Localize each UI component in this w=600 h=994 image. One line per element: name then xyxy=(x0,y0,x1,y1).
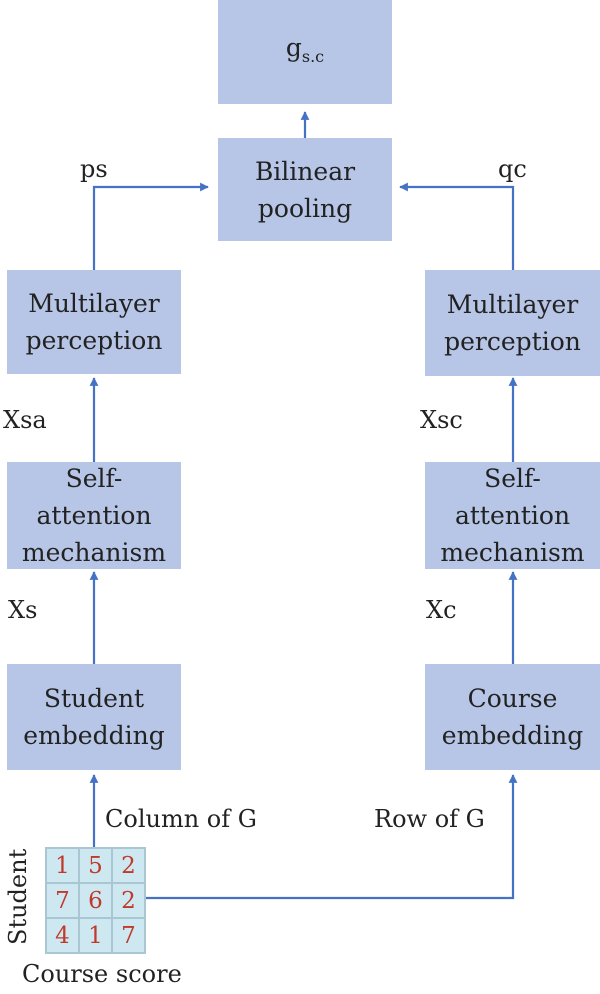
matrix-cell: 5 xyxy=(79,848,112,883)
att-right-line1: Self- xyxy=(484,464,541,493)
mlp-right-line2: perception xyxy=(444,327,581,356)
course-emb-line2: embedding xyxy=(441,721,584,750)
matrix-cell: 2 xyxy=(112,883,145,918)
g-sc-main: g xyxy=(285,33,302,62)
matrix-cell: 4 xyxy=(46,918,79,953)
att-left-line1: Self- xyxy=(65,464,123,493)
att-left-line3: mechanism xyxy=(21,538,167,567)
bilinear-line2: pooling xyxy=(257,193,353,223)
matrix-cell: 6 xyxy=(79,883,112,918)
label-ps: ps xyxy=(80,155,108,183)
att-left-line2: attention xyxy=(36,501,152,530)
g-sc-sub: s.c xyxy=(301,47,325,66)
mlp-left-line2: perception xyxy=(25,326,163,355)
label-row-of-g: Row of G xyxy=(374,805,485,833)
mlp-left-node: Multilayer perception xyxy=(7,270,181,374)
attention-right-node: Self- attention mechanism xyxy=(425,462,600,569)
matrix-cell: 1 xyxy=(46,848,79,883)
mlp-right-node: Multilayer perception xyxy=(425,270,600,376)
label-xc: Xc xyxy=(426,596,457,624)
label-column-of-g: Column of G xyxy=(105,805,257,833)
matrix-cell: 2 xyxy=(112,848,145,883)
student-emb-line2: embedding xyxy=(23,721,165,750)
matrix-cell: 7 xyxy=(112,918,145,953)
bilinear-pooling-node: Bilinear pooling xyxy=(218,138,392,241)
bilinear-line1: Bilinear xyxy=(254,156,356,186)
student-embedding-node: Student embedding xyxy=(7,664,181,770)
label-xsa: Xsa xyxy=(3,406,47,434)
course-embedding-node: Course embedding xyxy=(425,664,600,770)
arrow-qc xyxy=(399,182,515,270)
att-right-line3: mechanism xyxy=(440,538,585,567)
label-qc: qc xyxy=(498,155,527,183)
matrix-row-axis-label: Student xyxy=(4,848,32,945)
arrow-ps xyxy=(92,182,209,270)
arrow-row xyxy=(144,774,518,900)
mlp-right-line1: Multilayer xyxy=(446,290,579,319)
label-xs: Xs xyxy=(8,596,38,624)
label-xsc: Xsc xyxy=(420,406,463,434)
matrix-cell: 1 xyxy=(79,918,112,953)
mlp-left-line1: Multilayer xyxy=(28,289,160,318)
course-emb-line1: Course xyxy=(467,684,558,713)
att-right-line2: attention xyxy=(454,501,571,530)
matrix-cell: 7 xyxy=(46,883,79,918)
matrix-caption: Course score xyxy=(22,960,182,988)
attention-left-node: Self- attention mechanism xyxy=(7,462,181,569)
student-emb-line1: Student xyxy=(43,684,145,713)
g-sc-node: gs.c xyxy=(218,0,392,104)
score-matrix: 1 5 2 7 6 2 4 1 7 xyxy=(45,847,146,954)
